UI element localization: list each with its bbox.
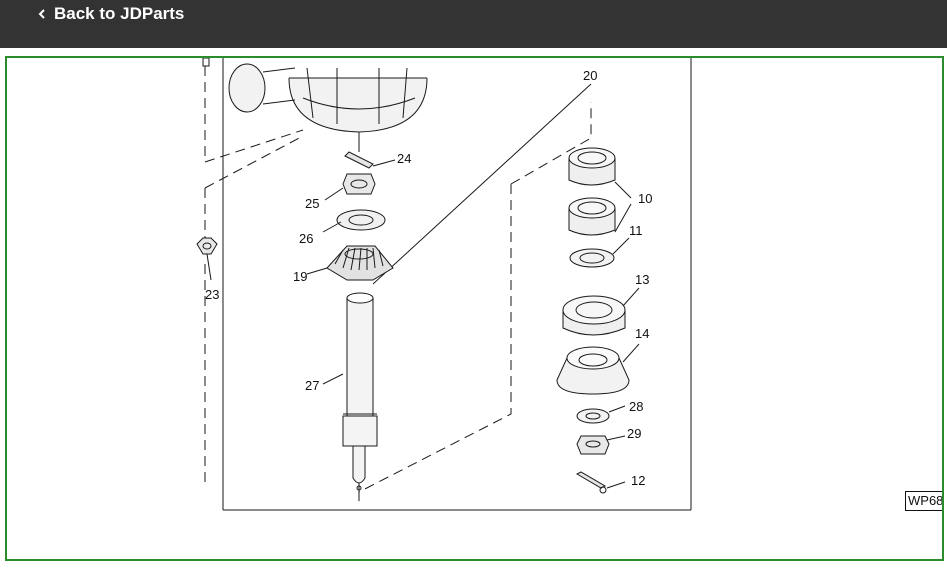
callout-14: 14 bbox=[635, 326, 649, 341]
part-23-nut bbox=[196, 237, 218, 281]
part-13-seal bbox=[562, 287, 640, 336]
chevron-left-icon bbox=[38, 9, 45, 19]
callout-29: 29 bbox=[627, 426, 641, 441]
part-29-castle-nut bbox=[576, 435, 626, 455]
callout-27: 27 bbox=[305, 378, 319, 393]
leader-line-20 bbox=[372, 83, 592, 285]
back-link-label: Back to JDParts bbox=[54, 4, 185, 23]
callout-19: 19 bbox=[293, 269, 307, 284]
part-12-cotter-pin bbox=[575, 471, 626, 494]
callout-13: 13 bbox=[635, 272, 649, 287]
part-14-cap bbox=[556, 343, 640, 395]
callout-12: 12 bbox=[631, 473, 645, 488]
callout-24: 24 bbox=[397, 151, 411, 166]
callout-23: 23 bbox=[205, 287, 219, 302]
callout-11: 11 bbox=[629, 223, 643, 238]
dashed-guide-lines bbox=[204, 66, 592, 506]
spacer bbox=[0, 48, 947, 55]
part-24-pin bbox=[344, 151, 396, 169]
figure-code-label: WP68 bbox=[905, 491, 942, 511]
callout-28: 28 bbox=[629, 399, 643, 414]
part-26-washer bbox=[322, 209, 386, 233]
back-to-jdparts-link[interactable]: Back to JDParts bbox=[36, 2, 184, 26]
parts-diagram-viewer[interactable]: 20 24 10 25 26 11 19 13 23 14 27 28 29 1… bbox=[5, 56, 944, 561]
part-25-castle-nut bbox=[324, 173, 376, 201]
callout-26: 26 bbox=[299, 231, 313, 246]
part-27-shaft bbox=[322, 292, 378, 491]
top-bar: Back to JDParts bbox=[0, 0, 947, 48]
callout-20: 20 bbox=[583, 68, 597, 83]
callout-25: 25 bbox=[305, 196, 319, 211]
exploded-parts-diagram: 20 24 10 25 26 11 19 13 23 14 27 28 29 1… bbox=[196, 58, 692, 511]
part-19-bevel-gear bbox=[306, 245, 394, 281]
part-28-washer bbox=[576, 405, 626, 424]
part-10-bearings bbox=[568, 147, 632, 236]
gearbox-housing bbox=[202, 58, 428, 152]
callout-10: 10 bbox=[638, 191, 652, 206]
part-11-ring bbox=[569, 237, 630, 268]
